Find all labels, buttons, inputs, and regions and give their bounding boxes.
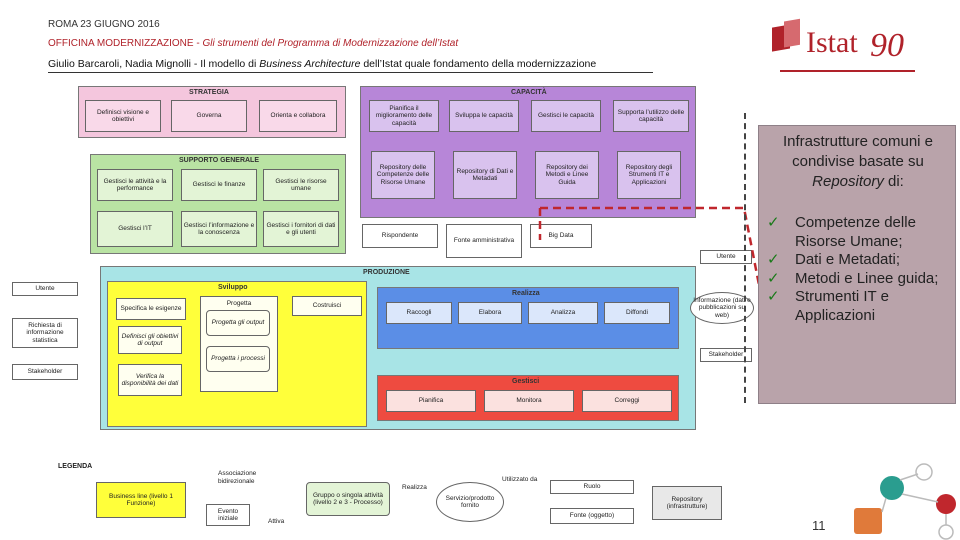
- box-gestisci-finanze: Gestisci le finanze: [181, 169, 257, 201]
- side-panel: Infrastrutture comuni e condivise basate…: [758, 125, 956, 404]
- box-specifica-esigenze: Specifica le esigenze: [116, 298, 186, 320]
- dashed-separator: [744, 113, 747, 403]
- box-correggi: Correggi: [582, 390, 672, 412]
- legend-utilizzato: Utilizzato da: [502, 476, 538, 483]
- logo-underline: [780, 70, 915, 72]
- repo-dati-metadati: Repository di Dati e Metadati: [453, 151, 517, 199]
- page-number: 11: [812, 518, 826, 533]
- legend-ruolo: Ruolo: [550, 480, 634, 494]
- header-divider: [48, 72, 653, 73]
- box-analizza: Analizza: [528, 302, 598, 324]
- capacita-title: CAPACITÀ: [511, 89, 547, 96]
- box-definisci-visione: Definisci visione e obiettivi: [85, 100, 161, 132]
- istat-logo: Istat 90: [770, 16, 920, 64]
- box-informazione: Informazione (dati e pubblicazioni su we…: [690, 292, 754, 324]
- group-gestisci: Gestisci Pianifica Monitora Correggi: [377, 375, 679, 421]
- check-icon: ✓: [767, 251, 780, 268]
- box-gestisci-it: Gestisci l’IT: [97, 211, 173, 247]
- legend-servizio: Servizio/prodotto fornito: [436, 482, 504, 522]
- box-elabora: Elabora: [458, 302, 522, 324]
- box-gestisci-fornitori: Gestisci i fornitori di dati e gli utent…: [263, 211, 339, 247]
- side-panel-list: ✓Competenze delle Risorse Umane; ✓Dati e…: [767, 214, 953, 325]
- side-list-item: ✓Strumenti IT e Applicazioni: [767, 288, 889, 324]
- box-orienta-collabora: Orienta e collabora: [259, 100, 337, 132]
- box-gestisci-informazione: Gestisci l’informazione e la conoscenza: [181, 211, 257, 247]
- legend-associazione: Associazione bidirezionale: [218, 470, 257, 485]
- side-list-item: ✓Competenze delle Risorse Umane;: [767, 214, 916, 250]
- box-definisci-obiettivi: Definisci gli obiettivi di output: [118, 326, 182, 354]
- authors-line: Giulio Barcaroli, Nadia Mignolli - Il mo…: [48, 58, 597, 70]
- side-list-item: ✓Dati e Metadati;: [767, 251, 901, 268]
- box-big-data: Big Data: [530, 224, 592, 248]
- box-sviluppa-capacita: Sviluppa le capacità: [449, 100, 519, 132]
- repo-competenze: Repository delle Competenze delle Risors…: [371, 151, 435, 199]
- box-gestisci-attivita: Gestisci le attività e la performance: [97, 169, 173, 201]
- box-richiesta-informazione: Richiesta di informazione statistica: [12, 318, 78, 348]
- svg-text:Istat: Istat: [806, 26, 858, 59]
- box-rispondente: Rispondente: [362, 224, 438, 248]
- legend-gruppo: Gruppo o singola attività (livello 2 e 3…: [306, 482, 390, 516]
- box-pianifica-miglioramento: Pianifica il miglioramento delle capacit…: [369, 100, 439, 132]
- legend-business-line: Business line (livello 1 Funzione): [96, 482, 186, 518]
- group-realizza: Realizza Raccogli Elabora Analizza Diffo…: [377, 287, 679, 349]
- box-governa: Governa: [171, 100, 247, 132]
- box-diffondi: Diffondi: [604, 302, 670, 324]
- box-verifica-disponibilita: Verifica la disponibilità dei dati: [118, 364, 182, 396]
- svg-text:90: 90: [870, 27, 904, 64]
- box-stakeholder-right: Stakeholder: [700, 348, 752, 362]
- box-pianifica: Pianifica: [386, 390, 476, 412]
- box-gestisci-capacita: Gestisci le capacità: [531, 100, 601, 132]
- box-stakeholder-left: Stakeholder: [12, 364, 78, 380]
- legend-realizza: Realizza: [402, 484, 427, 491]
- legend-attiva: Attiva: [268, 518, 285, 525]
- event-date: ROMA 23 GIUGNO 2016: [48, 19, 160, 30]
- gestisci-title: Gestisci: [512, 378, 540, 385]
- produzione-title: PRODUZIONE: [363, 269, 410, 276]
- legenda-title: LEGENDA: [58, 463, 93, 470]
- box-gestisci-risorse-umane: Gestisci le risorse umane: [263, 169, 339, 201]
- sviluppo-title: Sviluppo: [218, 284, 248, 291]
- strategia-title: STRATEGIA: [189, 89, 229, 96]
- box-costruisci: Costruisci: [292, 296, 362, 316]
- box-raccogli: Raccogli: [386, 302, 452, 324]
- check-icon: ✓: [767, 288, 780, 305]
- realizza-title: Realizza: [512, 290, 540, 297]
- box-supporta-utilizzo: Supporta l’utilizzo delle capacità: [613, 100, 689, 132]
- group-supporto-generale: SUPPORTO GENERALE Gestisci le attività e…: [90, 154, 346, 254]
- network-icons: [854, 463, 956, 540]
- side-panel-heading: Infrastrutture comuni e condivise basate…: [782, 133, 934, 190]
- group-strategia: STRATEGIA Definisci visione e obiettivi …: [78, 86, 346, 138]
- side-list-item: ✓Metodi e Linee guida;: [767, 269, 939, 287]
- box-fonte-amministrativa: Fonte amministrativa: [446, 224, 522, 258]
- workshop-line: OFFICINA MODERNIZZAZIONE - Gli strumenti…: [48, 38, 459, 49]
- legend-evento: Evento iniziale: [206, 504, 250, 526]
- business-architecture-diagram: STRATEGIA Definisci visione e obiettivi …: [10, 82, 754, 540]
- repo-strumenti-it: Repository degli Strumenti IT e Applicaz…: [617, 151, 681, 199]
- box-progetta-processi: Progetta i processi: [206, 346, 270, 372]
- group-sviluppo: Sviluppo Specifica le esigenze Progetta …: [107, 281, 367, 427]
- check-icon: ✓: [767, 214, 780, 231]
- legend-repository: Repository (infrastrutture): [652, 486, 722, 520]
- box-utente-left: Utente: [12, 282, 78, 296]
- group-produzione: PRODUZIONE Sviluppo Specifica le esigenz…: [100, 266, 696, 430]
- box-monitora: Monitora: [484, 390, 574, 412]
- supporto-title: SUPPORTO GENERALE: [179, 157, 259, 164]
- legend-fonte: Fonte (oggetto): [550, 508, 634, 524]
- group-capacita: CAPACITÀ Pianifica il miglioramento dell…: [360, 86, 696, 218]
- box-progetta-output: Progetta gli output: [206, 310, 270, 336]
- repo-metodi: Repository dei Metodi e Linee Guida: [535, 151, 599, 199]
- check-icon: ✓: [767, 269, 780, 287]
